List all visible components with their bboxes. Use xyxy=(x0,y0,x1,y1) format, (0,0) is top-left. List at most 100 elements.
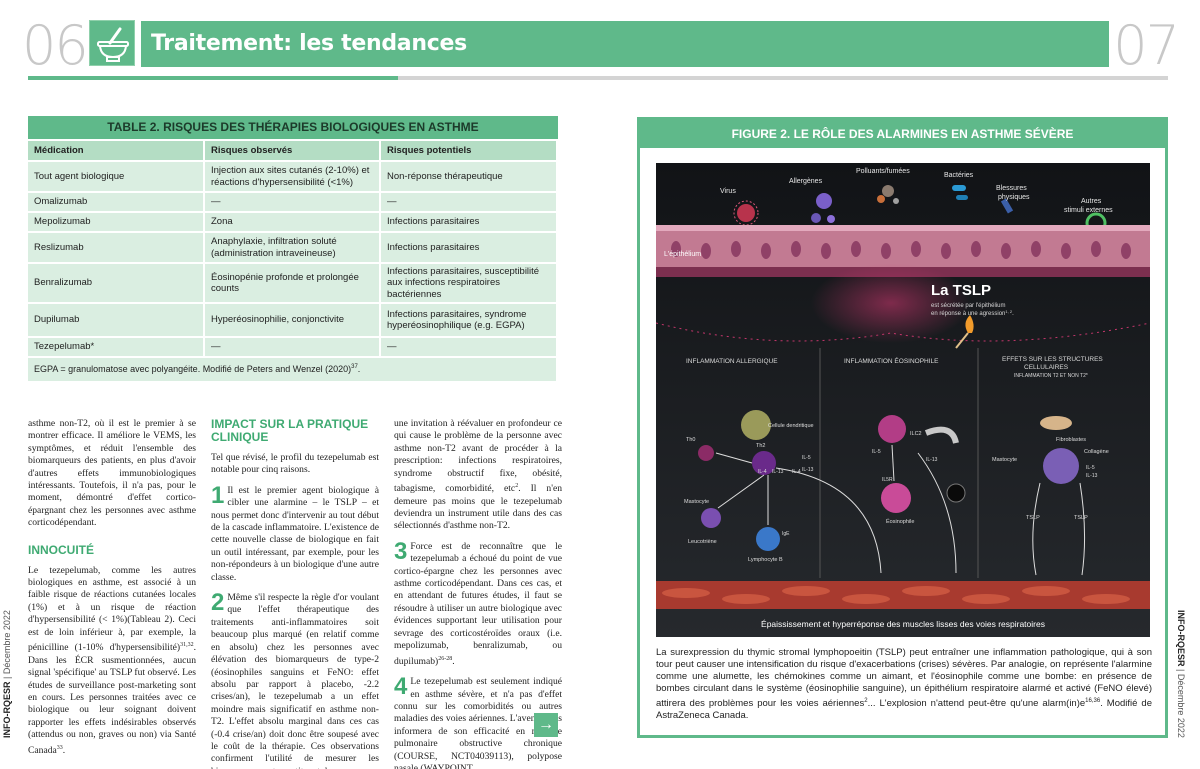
svg-text:Th0: Th0 xyxy=(686,437,695,443)
table-cell: Dupilumab xyxy=(28,302,205,338)
label-other-2: stimuli externes xyxy=(1064,207,1113,214)
label-bacteria: Bactéries xyxy=(944,172,974,179)
table-cell: Tezepelumab* xyxy=(28,336,205,358)
table-row: Mepolizumab Zona Infections parasitaires xyxy=(28,211,558,232)
text-column-2: IMPACT SUR LA PRATIQUE CLINIQUE Tel que … xyxy=(211,418,379,769)
svg-text:Lymphocyte B: Lymphocyte B xyxy=(748,557,783,563)
continue-arrow-button[interactable]: → xyxy=(534,713,558,737)
table-cell: — xyxy=(380,191,558,212)
table-header: Risques observés xyxy=(204,139,381,161)
virus-icon xyxy=(733,200,759,226)
svg-text:Leucotriène: Leucotriène xyxy=(688,539,717,545)
point-number: 4 xyxy=(394,673,408,701)
table-cell: Infections parasitaires, susceptibilité … xyxy=(380,261,558,304)
table-row: Tout agent biologique Injection aux site… xyxy=(28,160,558,192)
svg-text:IL-4: IL-4 xyxy=(792,469,801,475)
label-virus: Virus xyxy=(720,188,736,195)
point-number: 3 xyxy=(394,537,408,565)
point-number: 2 xyxy=(211,589,225,617)
table-cell: — xyxy=(204,191,381,212)
figure-box: FIGURE 2. LE RÔLE DES ALARMINES EN ASTHM… xyxy=(637,117,1168,738)
header-rule-green xyxy=(28,76,398,80)
table-cell: Anaphylaxie, infiltration soluté (admini… xyxy=(204,231,381,263)
allergen-icon xyxy=(811,193,835,223)
table-cell: Reslizumab xyxy=(28,231,205,263)
table-header: Médication xyxy=(28,139,205,161)
label-pollutants: Polluants/fumées xyxy=(856,168,910,175)
section-heading-impact: IMPACT SUR LA PRATIQUE CLINIQUE xyxy=(211,417,369,444)
label-injuries-2: physiques xyxy=(998,194,1030,201)
risk-table: TABLE 2. RISQUES DES THÉRAPIES BIOLOGIQU… xyxy=(28,116,558,382)
table-cell: Non-réponse thérapeutique xyxy=(380,160,558,192)
header-rule-grey xyxy=(398,76,1168,80)
label-injuries-1: Blessures xyxy=(996,185,1027,192)
svg-text:IL5R: IL5R xyxy=(882,477,893,483)
paragraph: Tel que révisé, le profil du tezepelumab… xyxy=(211,452,379,476)
smooth-muscle-layer xyxy=(656,581,1150,609)
table-note: EGPA = granulomatose avec polyangéite. M… xyxy=(28,356,558,382)
table-note-row: EGPA = granulomatose avec polyangéite. M… xyxy=(28,356,558,382)
label-panel-structures-2: CELLULAIRES xyxy=(1024,364,1069,371)
table-cell: Zona xyxy=(204,211,381,232)
table-row: Benralizumab Éosinopénie profonde et pro… xyxy=(28,261,558,304)
label-tslp-title: La TSLP xyxy=(931,282,991,299)
table-header: Risques potentiels xyxy=(380,139,558,161)
table-cell: Injection aux sites cutanés (2-10%) et r… xyxy=(204,160,381,192)
table-cell: Infections parasitaires xyxy=(380,231,558,263)
label-muscle: Épaississement et hyperréponse des muscl… xyxy=(761,619,1045,629)
table-row: Dupilumab Hyperéosinophilie, conjonctivi… xyxy=(28,302,558,338)
svg-text:IL-13: IL-13 xyxy=(802,467,814,473)
match-flame-icon xyxy=(955,315,974,349)
svg-text:Th2: Th2 xyxy=(756,443,765,449)
figure-description: La surexpression du thymic stromal lymph… xyxy=(656,647,1152,722)
paragraph: une invitation à réévaluer en profondeur… xyxy=(394,418,563,532)
pollutant-icon xyxy=(877,185,899,204)
label-other-1: Autres xyxy=(1081,198,1102,205)
table-caption: TABLE 2. RISQUES DES THÉRAPIES BIOLOGIQU… xyxy=(28,116,558,139)
label-panel-eosinophil: INFLAMMATION ÉOSINOPHILE xyxy=(844,356,939,365)
svg-text:IL-5: IL-5 xyxy=(802,455,811,461)
svg-text:Éosinophile: Éosinophile xyxy=(886,518,914,525)
table-cell: Mepolizumab xyxy=(28,211,205,232)
svg-text:IL-5: IL-5 xyxy=(872,449,881,455)
table-cell: Infections parasitaires xyxy=(380,211,558,232)
table-cell: Infections parasitaires, syndrome hyperé… xyxy=(380,302,558,338)
table-cell: Éosinopénie profonde et prolongée counts xyxy=(204,261,381,304)
side-label-left: INFO-RQESR | Décembre 2022 xyxy=(2,610,12,738)
table-row: Omalizumab — — xyxy=(28,191,558,212)
svg-text:Fibroblastes: Fibroblastes xyxy=(1056,437,1086,443)
paragraph: Le tezepelumab, comme les autres biologi… xyxy=(28,564,196,756)
svg-text:IL-4: IL-4 xyxy=(758,469,767,475)
table-row: Tezepelumab* — — xyxy=(28,336,558,358)
svg-text:Mastocyte: Mastocyte xyxy=(684,499,709,505)
svg-text:IL-5: IL-5 xyxy=(1086,465,1095,471)
section-heading-innocuite: INNOCUITÉ xyxy=(28,542,94,557)
table-cell: Hyperéosinophilie, conjonctivite xyxy=(204,302,381,338)
paragraph: asthme non-T2, où il est le premier à se… xyxy=(28,418,196,529)
svg-text:Cellule dendritique: Cellule dendritique xyxy=(768,423,814,429)
svg-text:IL-13: IL-13 xyxy=(1086,473,1098,479)
label-panel-structures-3: INFLAMMATION T2 ET NON T2* xyxy=(1014,373,1088,379)
text-column-3: une invitation à réévaluer en profondeur… xyxy=(394,418,562,769)
table-cell: — xyxy=(204,336,381,358)
svg-text:Mastocyte: Mastocyte xyxy=(992,457,1017,463)
label-allergens: Allergènes xyxy=(789,178,823,185)
figure-illustration: Virus Allergènes Polluants/fumées Bactér… xyxy=(656,163,1150,637)
table-cell: Benralizumab xyxy=(28,261,205,304)
mortar-pestle-icon xyxy=(89,20,135,66)
svg-text:IgE: IgE xyxy=(782,531,790,537)
page-number-left: 06 xyxy=(22,14,89,77)
table-row: Reslizumab Anaphylaxie, infiltration sol… xyxy=(28,231,558,263)
section-title: Traitement: les tendances xyxy=(151,31,467,56)
svg-text:ILC2: ILC2 xyxy=(910,431,922,437)
svg-text:IL-13: IL-13 xyxy=(926,457,938,463)
table-cell: Tout agent biologique xyxy=(28,160,205,192)
label-panel-structures-1: EFFETS SUR LES STRUCTURES xyxy=(1002,356,1103,363)
section-title-bar: Traitement: les tendances xyxy=(141,21,1109,67)
svg-text:TSLP: TSLP xyxy=(1026,515,1040,521)
bacteria-icon xyxy=(952,185,968,200)
